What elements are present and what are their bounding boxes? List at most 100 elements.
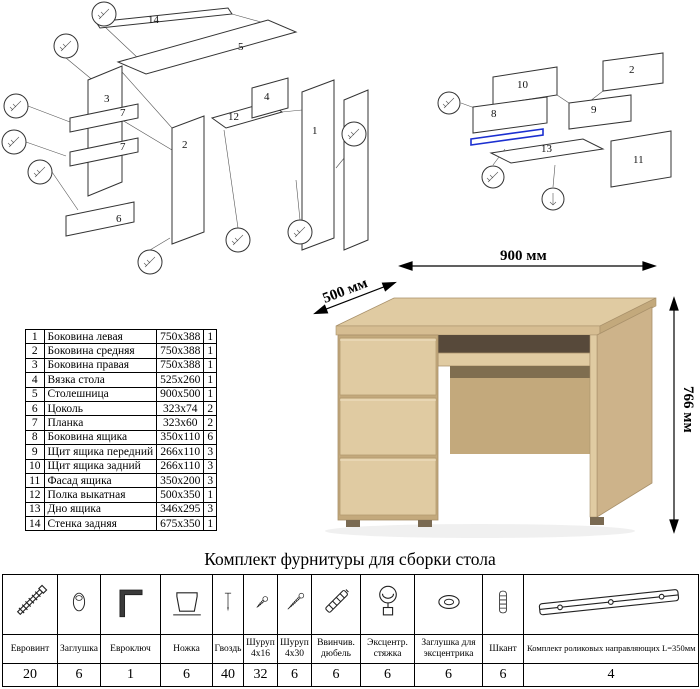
part-size: 350x200 [156, 472, 205, 489]
part-label: 13 [541, 143, 553, 155]
part-size: 346x295 [156, 501, 205, 518]
hardware-name: Евровинт [2, 634, 58, 664]
drawer-slide-icon [538, 589, 680, 616]
part-name: Дно ящика [43, 501, 158, 518]
hardware-name: Комплект роликовых направляющих L=350мм [523, 634, 699, 664]
hardware-qty: 6 [360, 663, 415, 687]
part-number: 6 [25, 400, 45, 417]
desk-foot [346, 520, 360, 527]
hardware-qty: 32 [243, 663, 278, 687]
hardware-name: Ввинчив. дюбель [311, 634, 361, 664]
part-label: 10 [517, 79, 529, 91]
part-name: Боковина левая [43, 328, 158, 345]
part-qty: 3 [203, 444, 218, 460]
part-number: 5 [25, 386, 45, 402]
part-name: Боковина ящика [43, 429, 158, 446]
right-side-panel-face [596, 306, 653, 518]
floor-shadow [325, 524, 635, 538]
hardware-icon-cell [277, 574, 312, 635]
part-label: 14 [148, 14, 160, 26]
fastener-callout [91, 1, 117, 27]
drawer-facade [610, 130, 672, 188]
foot-icon [172, 592, 201, 616]
hardware-name: Эксцентр. стяжка [360, 634, 415, 664]
fastener-callout [437, 91, 461, 115]
part-label: 7 [120, 107, 126, 119]
part-name: Щит ящика передний [43, 444, 158, 460]
part-number: 7 [25, 415, 45, 431]
hardware-icon-cell [57, 574, 101, 635]
right-side-panel-edge [589, 334, 598, 518]
tray-shadow [450, 366, 590, 378]
part-name: Цоколь [43, 400, 158, 417]
part-name: Планка [43, 415, 158, 431]
wood-dowel-icon [499, 590, 507, 614]
hardware-name: Заглушка [57, 634, 101, 664]
desk-top-front-edge [335, 325, 601, 336]
hardware-icon-cell [243, 574, 278, 635]
height-label: 766 мм [680, 386, 695, 433]
part-qty: 3 [203, 458, 218, 474]
part-label: 2 [182, 139, 188, 151]
panel-side-left [301, 79, 335, 251]
fastener-callout [481, 165, 505, 189]
part-size: 266x110 [156, 444, 205, 460]
hardware-names-row: Евровинт Заглушка Евроключ Ножка Гвоздь … [2, 634, 699, 664]
part-qty: 3 [203, 501, 218, 518]
part-qty: 1 [203, 372, 218, 388]
hardware-icon-cell [523, 574, 699, 635]
part-name: Щит ящика задний [43, 458, 158, 474]
opening-shadow [438, 335, 590, 353]
hardware-qty: 6 [160, 663, 213, 687]
panel-plank-2 [69, 137, 139, 167]
hardware-qty: 1 [100, 663, 161, 687]
hardware-qty: 20 [2, 663, 58, 687]
hardware-icons-row [2, 574, 699, 635]
part-qty: 1 [203, 328, 218, 345]
hardware-icon-cell [160, 574, 213, 635]
panel-plinth [65, 201, 135, 237]
hardware-name: Гвоздь [212, 634, 244, 664]
panel-tie [251, 77, 289, 119]
part-number: 3 [25, 357, 45, 374]
part-number: 10 [25, 458, 45, 474]
part-qty: 6 [203, 429, 218, 446]
part-label: 6 [116, 213, 122, 225]
part-size: 525x260 [156, 372, 205, 388]
part-label: 11 [633, 154, 644, 166]
drawer-bottom [489, 138, 605, 164]
part-name: Боковина средняя [43, 343, 158, 359]
part-size: 500x350 [156, 487, 205, 503]
part-qty: 1 [203, 357, 218, 374]
part-name: Вязка стола [43, 372, 158, 388]
hardware-icon-cell [311, 574, 361, 635]
drawer-front-shield [568, 94, 632, 130]
part-qty: 1 [203, 343, 218, 359]
part-number: 13 [25, 501, 45, 518]
hardware-qty: 6 [57, 663, 101, 687]
fastener-callout [341, 121, 367, 147]
part-name: Столешница [43, 386, 158, 402]
cap-icon [72, 592, 86, 612]
fastener-callout [27, 159, 53, 185]
part-label: 7 [120, 141, 126, 153]
hardware-kit-title: Комплект фурнитуры для сборки стола [204, 549, 496, 569]
part-qty: 1 [203, 386, 218, 402]
hardware-icon-cell [360, 574, 415, 635]
part-size: 675x350 [156, 516, 205, 532]
hardware-qty-row: 20 6 1 6 40 32 6 6 6 6 6 4 [2, 663, 699, 687]
desk-top-side-edge [599, 297, 657, 336]
hardware-icon-cell [482, 574, 524, 635]
drawer-front-2 [339, 397, 437, 456]
hardware-icon-cell [212, 574, 244, 635]
part-qty: 1 [203, 487, 218, 503]
hardware-icon-cell [2, 574, 58, 635]
fastener-callout [1, 129, 27, 155]
